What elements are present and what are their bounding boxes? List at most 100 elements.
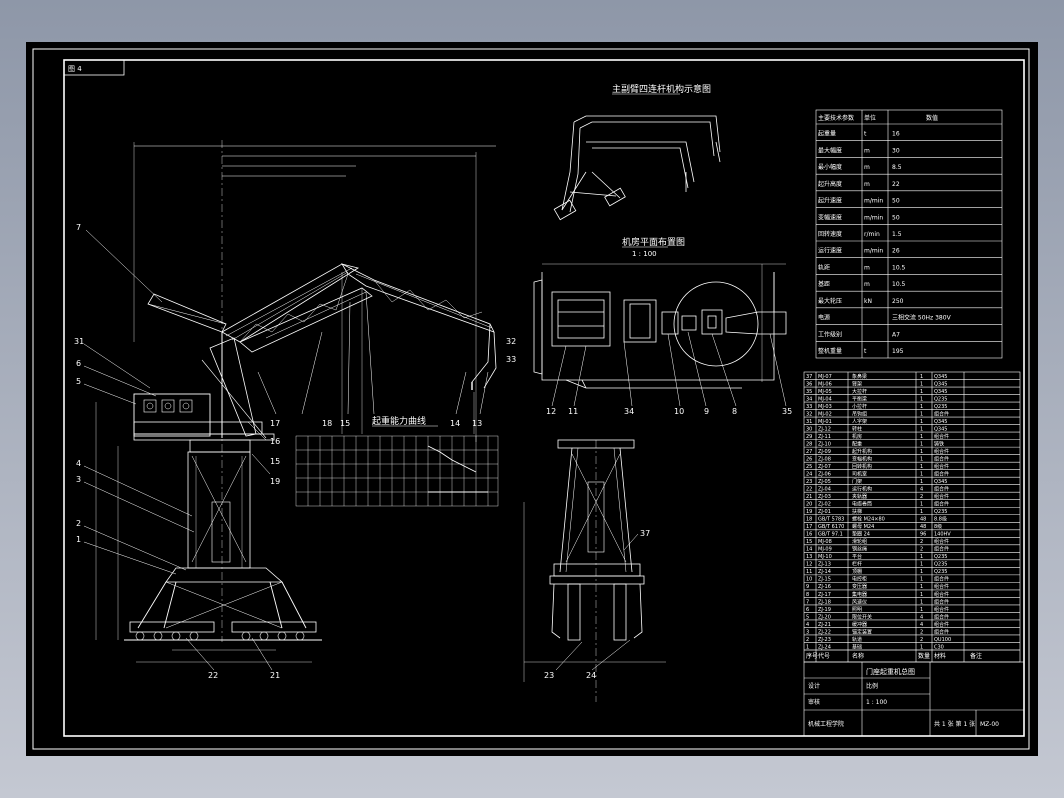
bottom-leaders: [185, 637, 273, 671]
left-label-group: 7 31 6 5 4 3 2 1: [74, 223, 84, 544]
parts-row-qty: 2: [920, 547, 923, 553]
part-label: 34: [624, 407, 634, 416]
part-label: 16: [270, 437, 280, 446]
parts-row-no: 2: [806, 637, 809, 643]
spec-header-item: 主要技术参数: [818, 114, 854, 122]
parts-row-name: 螺栓 M24×80: [852, 516, 885, 523]
parts-row-name: 臂架: [852, 380, 862, 387]
drawing-name: 门座起重机总图: [866, 667, 915, 676]
part-label: 37: [640, 529, 650, 538]
parts-row-name: 电控柜: [852, 576, 867, 583]
parts-row-code: MJ-10: [818, 554, 832, 560]
spec-row-unit: m: [864, 181, 870, 188]
part-label: 6: [76, 359, 81, 368]
parts-row-material: 组合件: [934, 448, 949, 455]
parts-row-qty: 96: [920, 532, 926, 538]
parts-row-code: ZJ-09: [818, 449, 831, 455]
parts-row-material: Q345: [934, 389, 947, 395]
part-label: 19: [270, 477, 280, 486]
parts-row-name: 顶棚: [852, 568, 862, 575]
parts-row-name: 变幅机构: [852, 456, 872, 463]
parts-row-qty: 4: [920, 614, 923, 620]
parts-row-code: ZJ-05: [818, 479, 831, 485]
parts-row-name: 起升机构: [852, 448, 872, 455]
parts-row-qty: 1: [920, 577, 923, 583]
left-leaders: [83, 229, 195, 575]
parts-row-no: 15: [806, 539, 812, 545]
parts-row-name: 风速仪: [852, 599, 867, 605]
spec-row-unit: m: [864, 264, 870, 271]
parts-row-name: 夹轨器: [852, 493, 867, 500]
spec-row-unit: m/min: [864, 198, 883, 205]
spec-row-value: 250: [892, 298, 904, 305]
parts-row-no: 33: [806, 404, 812, 410]
parts-row-name: 机房: [852, 433, 862, 440]
parts-row-no: 25: [806, 464, 812, 470]
parts-row-qty: 48: [920, 517, 926, 523]
sheet-tag: 图 4: [68, 65, 82, 73]
spec-row-item: 最大轮压: [818, 297, 842, 305]
spec-row-value: A7: [892, 331, 900, 338]
spec-row-item: 变幅速度: [818, 213, 842, 221]
parts-row-name: 缓冲器: [852, 621, 867, 628]
outer-border: [32, 48, 1030, 750]
plan-leaders: [551, 331, 787, 407]
spec-row-item: 最大幅度: [818, 146, 842, 154]
parts-row-name: 变压器: [852, 583, 867, 590]
part-label: 4: [76, 459, 81, 468]
parts-row-no: 36: [806, 381, 812, 387]
parts-row-code: GB/T 97.1: [818, 532, 843, 538]
part-label: 31: [74, 337, 84, 346]
parts-row-material: C30: [934, 644, 944, 650]
parts-row-no: 6: [806, 607, 809, 613]
part-label: 2: [76, 519, 81, 528]
checker-label: 审核: [808, 698, 820, 706]
parts-row-code: MJ-02: [818, 411, 832, 417]
spec-row-item: 起升速度: [818, 197, 842, 205]
parts-row-no: 27: [806, 449, 812, 455]
parts-row-no: 19: [806, 509, 812, 515]
parts-row-code: MJ-06: [818, 381, 832, 387]
sheet-count: 共 1 张 第 1 张: [934, 720, 975, 728]
parts-row-qty: 1: [920, 464, 923, 470]
part-label: 3: [76, 475, 81, 484]
part-label: 22: [208, 671, 218, 680]
part-label: 1: [76, 535, 81, 544]
load-curve-title: 起重能力曲线: [372, 415, 426, 427]
part-label: 13: [472, 419, 482, 428]
part-label: 14: [450, 419, 460, 428]
parts-row-material: Q345: [934, 381, 947, 387]
parts-row-material: Q235: [934, 404, 947, 410]
spec-row-unit: m: [864, 281, 870, 288]
spec-row-unit: kN: [864, 298, 872, 305]
parts-row-no: 7: [806, 599, 809, 605]
parts-row-material: 组合件: [934, 456, 949, 463]
parts-row-code: ZJ-24: [818, 644, 831, 650]
spec-row-value: 8.5: [892, 164, 902, 171]
parts-row-qty: 2: [920, 629, 923, 635]
spec-row-unit: m/min: [864, 248, 883, 255]
parts-row-material: 组合件: [934, 538, 949, 545]
parts-row-material: Q235: [934, 396, 947, 402]
part-label: 32: [506, 337, 516, 346]
parts-row-code: GB/T 5783: [818, 517, 844, 523]
parts-row-material: 组合件: [934, 501, 949, 508]
spec-row-value: 50: [892, 214, 900, 221]
parts-row-qty: 1: [920, 389, 923, 395]
parts-row-code: ZJ-20: [818, 614, 831, 620]
spec-row-value: 26: [892, 248, 900, 255]
parts-row-name: 照明: [852, 607, 862, 613]
parts-row-name: 大拉杆: [852, 388, 867, 395]
parts-header-no: 序号: [806, 652, 818, 660]
part-label: 15: [340, 419, 350, 428]
machinery-plan: [533, 263, 787, 389]
spec-row-item: 运行速度: [818, 247, 842, 255]
parts-row-name: 运行机构: [852, 486, 872, 493]
cad-drawing: 图 4: [32, 48, 1030, 750]
parts-row-no: 11: [806, 569, 812, 575]
drawing-number: MZ-00: [980, 721, 999, 728]
parts-row-material: Q235: [934, 569, 947, 575]
parts-row-qty: 1: [920, 562, 923, 568]
